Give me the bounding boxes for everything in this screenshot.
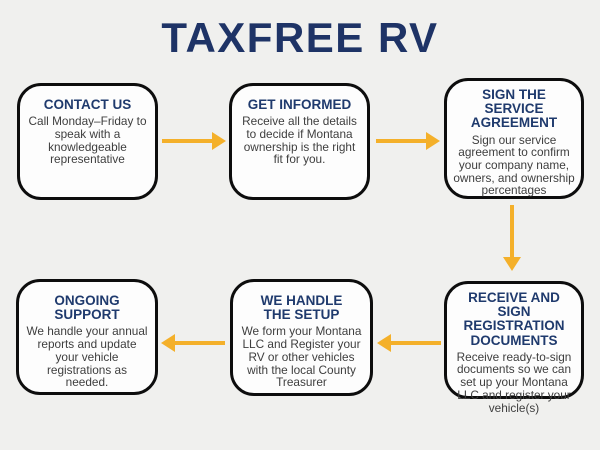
step-description: Call Monday–Friday to speak with a knowl…	[28, 114, 147, 167]
arrow-shaft	[376, 139, 428, 143]
arrow-left-icon	[377, 334, 441, 352]
step-title: ONGOING SUPPORT	[54, 293, 120, 323]
step-description: We form your Montana LLC and Register yo…	[241, 324, 362, 390]
step-title: GET INFORMED	[247, 97, 352, 112]
step-box-we-handle-the-setup: WE HANDLE THE SETUP We form your Montana…	[230, 279, 373, 396]
step-title: CONTACT US	[43, 97, 132, 112]
step-box-contact-us: CONTACT US Call Monday–Friday to speak w…	[17, 83, 158, 200]
arrow-head	[212, 132, 226, 150]
step-title: RECEIVE AND SIGN REGISTRATION DOCUMENTS	[463, 290, 565, 348]
step-box-ongoing-support: ONGOING SUPPORT We handle your annual re…	[16, 279, 158, 395]
arrow-head	[426, 132, 440, 150]
arrow-head	[503, 257, 521, 271]
page-title: TAXFREE RV	[161, 14, 439, 61]
step-description: Sign our service agreement to confirm yo…	[453, 132, 575, 198]
step-description: Receive ready-to-sign documents so we ca…	[456, 349, 572, 415]
step-box-receive-and-sign-registration-documents: RECEIVE AND SIGN REGISTRATION DOCUMENTS …	[444, 281, 584, 414]
arrow-head	[161, 334, 175, 352]
arrow-left-icon	[161, 334, 225, 352]
step-description: Receive all the details to decide if Mon…	[242, 114, 357, 167]
step-description: We handle your annual reports and update…	[26, 324, 148, 390]
arrow-down-icon	[503, 205, 521, 271]
arrow-right-icon	[376, 132, 440, 150]
arrow-shaft	[173, 341, 225, 345]
arrow-head	[377, 334, 391, 352]
step-title: WE HANDLE THE SETUP	[260, 293, 343, 323]
arrow-shaft	[389, 341, 441, 345]
step-title: SIGN THE SERVICE AGREEMENT	[470, 87, 558, 131]
arrow-shaft	[510, 205, 514, 259]
arrow-right-icon	[162, 132, 226, 150]
step-box-get-informed: GET INFORMED Receive all the details to …	[229, 83, 370, 200]
step-box-sign-service-agreement: SIGN THE SERVICE AGREEMENT Sign our serv…	[444, 78, 584, 199]
arrow-shaft	[162, 139, 214, 143]
